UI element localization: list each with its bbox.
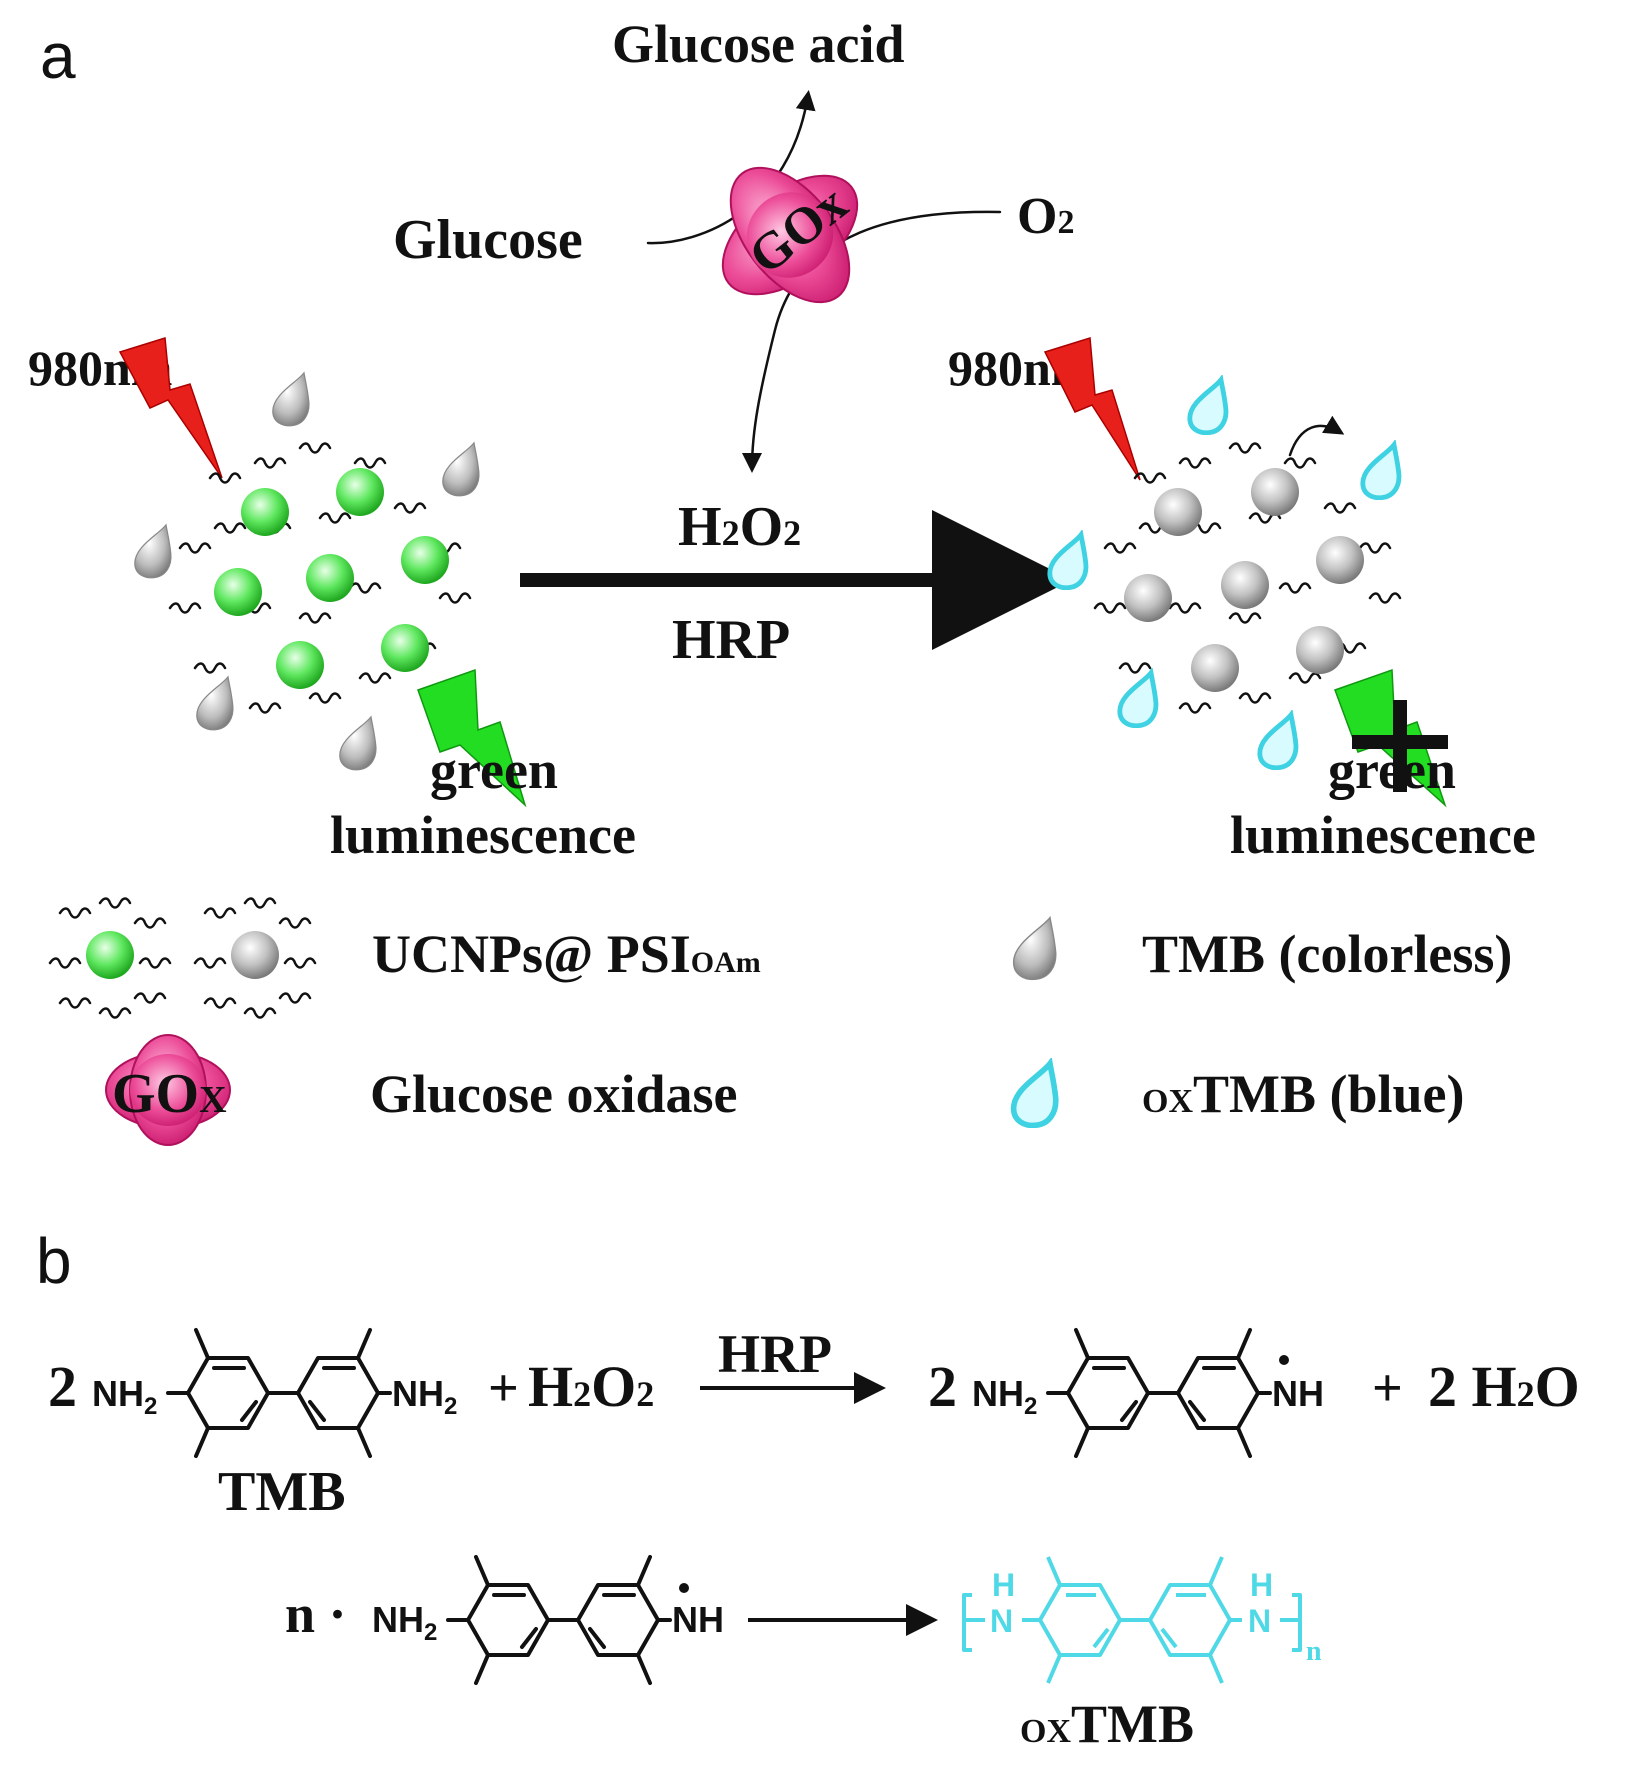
- tmb-droplet: [272, 372, 310, 427]
- luminescence-left-label: luminescence: [330, 805, 636, 865]
- legend-tmb-label: TMB (colorless): [1142, 924, 1512, 984]
- tmb-droplet: [442, 442, 480, 497]
- legend-gox-label: GOX: [112, 1063, 227, 1125]
- green-right-label: green: [1328, 740, 1456, 800]
- ucnp-cluster-right: [1093, 442, 1402, 714]
- radical-structure: [1046, 1328, 1289, 1458]
- h2o2-label: H2O2: [678, 496, 801, 558]
- legend-ucnp-gray-icon: [193, 897, 317, 1019]
- plus-sign-2: +: [1372, 1358, 1403, 1418]
- green-lum-left-bolt: [417, 668, 527, 808]
- tmb-droplet: [134, 524, 172, 579]
- ucnp-cluster-left: [168, 442, 472, 714]
- tmb-coefficient: 2: [48, 1354, 77, 1419]
- oxtmb-droplet: [1363, 445, 1399, 498]
- oxtmb-polymer-structure: [962, 1556, 1302, 1684]
- oxtmb-droplet: [1260, 715, 1296, 768]
- gox-enzyme: GOx: [721, 166, 859, 304]
- laser-left-bolt: [118, 337, 223, 479]
- tmb-droplet: [196, 676, 234, 731]
- radical2-structure: [446, 1555, 689, 1685]
- quench-cross: [1352, 700, 1448, 792]
- panel-b-label: b: [36, 1225, 72, 1297]
- radical2-nh: NH: [672, 1599, 724, 1640]
- tmb-droplet: [339, 716, 377, 771]
- oxtmb-droplet: [1120, 673, 1156, 726]
- legend-tmb-droplet-icon: [1012, 916, 1057, 981]
- glucose-acid-label: Glucose acid: [612, 14, 905, 74]
- oxtmb-droplet: [1190, 380, 1226, 433]
- hrp-catalyst-label: HRP: [718, 1324, 832, 1384]
- oxtmb-n-left: N: [990, 1603, 1013, 1639]
- o2-label: O2: [1017, 188, 1074, 245]
- radical-nh: NH: [1272, 1373, 1324, 1414]
- glucose-label: Glucose: [393, 209, 583, 271]
- o2-to-h2o2-arrow: [742, 210, 1002, 473]
- legend-oxtmb-droplet-icon: [1014, 1064, 1056, 1126]
- oxtmb-n-right: N: [1248, 1603, 1271, 1639]
- oxtmb-h-left: H: [992, 1567, 1015, 1603]
- polymer-n-prefix: n ·: [285, 1584, 347, 1644]
- hrp-label: HRP: [672, 609, 790, 671]
- legend-gox-desc: Glucose oxidase: [370, 1064, 738, 1124]
- tmb-nh2-left: NH2: [92, 1373, 157, 1420]
- oxtmb-droplet: [1050, 535, 1086, 588]
- laser-right-bolt: [1043, 337, 1141, 481]
- tmb-label: TMB: [218, 1461, 346, 1523]
- legend-gox-icon: [105, 1034, 231, 1146]
- release-arrow: [1288, 415, 1345, 457]
- tmb-nh2-right: NH2: [392, 1373, 457, 1420]
- h2o2-reagent: H2O2: [528, 1354, 654, 1419]
- legend-ucnp-label: UCNPs@ PSIOAm: [372, 924, 761, 984]
- green-left-label: green: [430, 740, 558, 800]
- radical2-nh2: NH2: [372, 1599, 437, 1646]
- tmb-structure: [166, 1328, 392, 1458]
- radical-nh2: NH2: [972, 1373, 1037, 1420]
- oxtmb-h-right: H: [1250, 1567, 1273, 1603]
- oxtmb-product-label: OXTMB: [1020, 1694, 1194, 1754]
- plus-sign: +: [488, 1358, 519, 1418]
- oxtmb-repeat-n: n: [1306, 1636, 1322, 1667]
- radical-coefficient: 2: [928, 1354, 957, 1419]
- water-product: 2 H2O: [1428, 1354, 1580, 1419]
- panel-a-label: a: [40, 20, 76, 92]
- luminescence-right-label: luminescence: [1230, 805, 1536, 865]
- legend-oxtmb-label: OXTMB (blue): [1142, 1064, 1465, 1124]
- legend-ucnp-green-icon: [48, 897, 172, 1019]
